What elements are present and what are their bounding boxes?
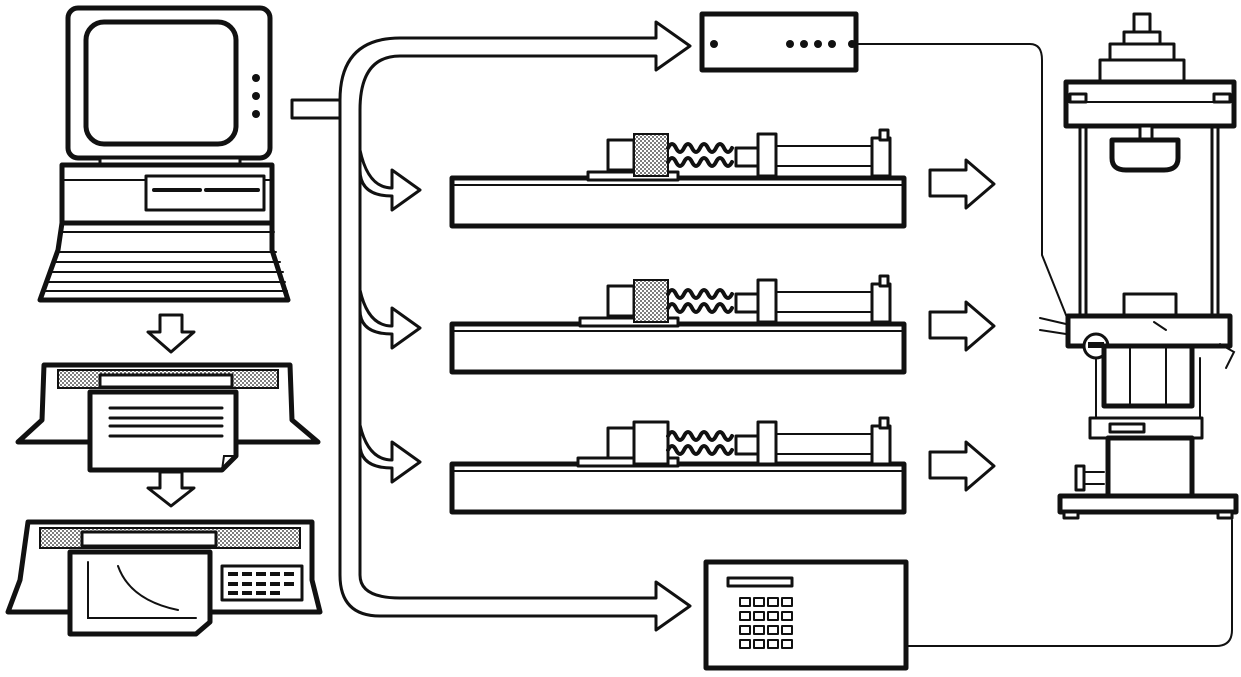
- printer-icon: [18, 365, 318, 470]
- triaxial-cell-frame-icon: [1040, 14, 1236, 518]
- keypad-controller-icon: [706, 520, 1232, 668]
- computer-terminal-icon: [40, 8, 288, 300]
- xy-plotter-icon: [8, 522, 320, 634]
- outlet-arrow-2: [930, 302, 994, 350]
- down-arrow-1: [148, 315, 194, 352]
- syringe-pump-icon: [452, 130, 904, 226]
- outlet-arrow-3: [930, 442, 994, 490]
- down-arrow-2: [148, 472, 194, 506]
- syringe-pump-icon: [452, 418, 904, 512]
- outlet-arrow-1: [930, 160, 994, 208]
- syringe-pump-icon: [452, 276, 904, 372]
